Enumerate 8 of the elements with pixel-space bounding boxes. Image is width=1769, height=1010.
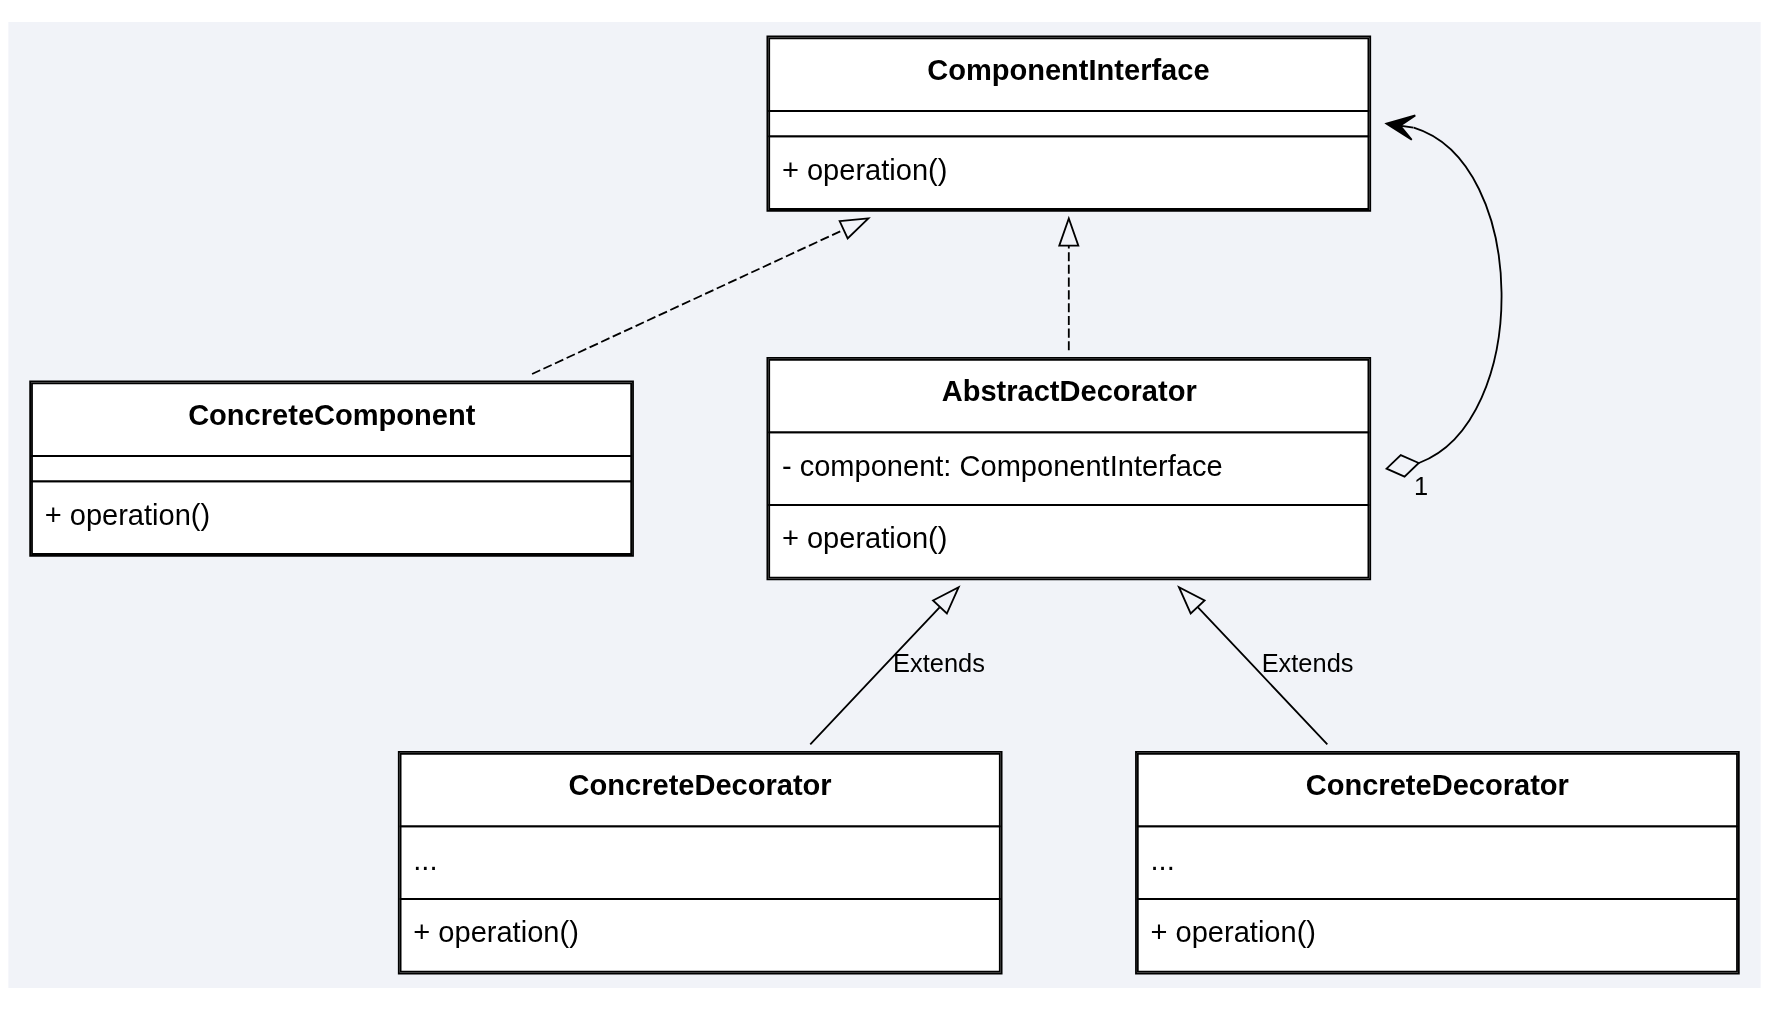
- arrow: [1384, 114, 1503, 478]
- arrow: [531, 217, 871, 375]
- arrow: [1058, 215, 1080, 352]
- arrow: [1177, 585, 1329, 746]
- arrow: [809, 585, 961, 746]
- edge-label: Extends: [893, 649, 985, 678]
- edge-label: Extends: [1261, 649, 1354, 678]
- edge-label: 1: [1414, 472, 1429, 501]
